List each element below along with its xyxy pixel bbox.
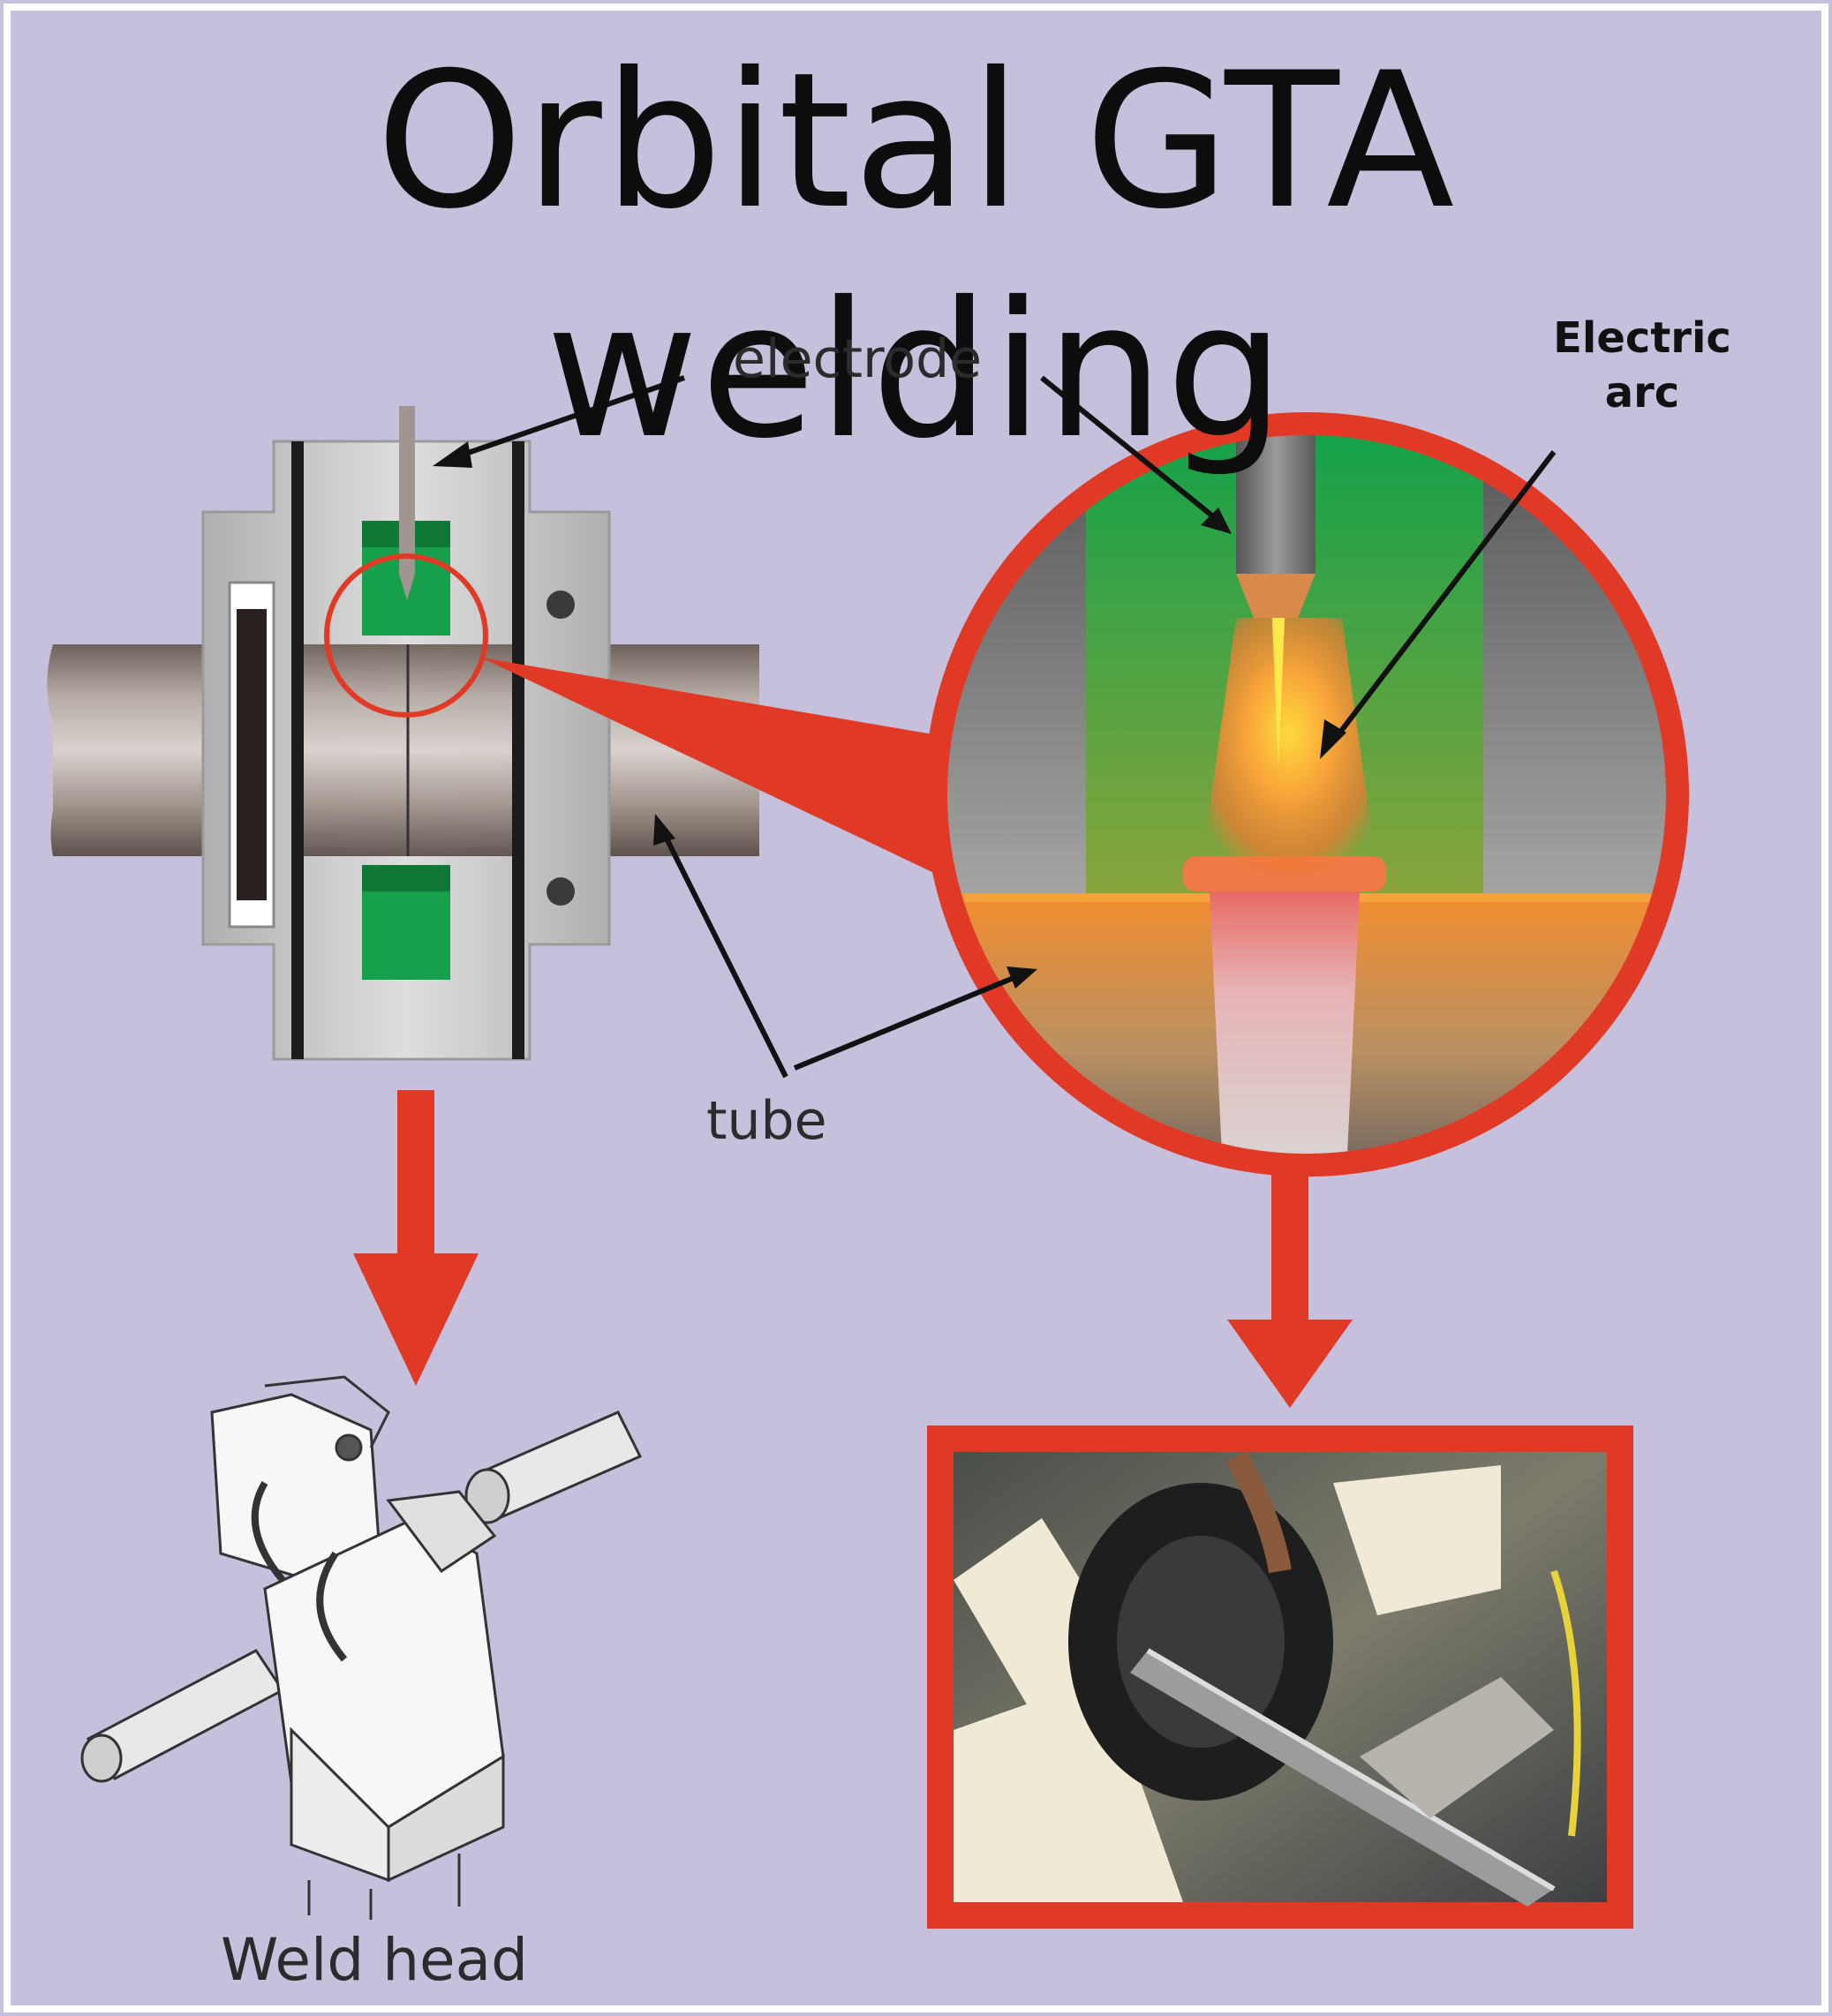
weld-head-illustration [80, 1375, 643, 1920]
label-electrode: electrode [733, 328, 983, 390]
label-tube: tube [706, 1090, 827, 1152]
clamp-bar [512, 441, 524, 1059]
pointer-arrows [433, 375, 1557, 1079]
bolt [547, 591, 575, 619]
electric-arc [1201, 618, 1377, 874]
electrode-zoom [1236, 424, 1316, 574]
electrode [399, 406, 415, 574]
page-title: Orbital GTA welding [375, 32, 1457, 479]
border [4, 4, 1828, 2012]
cross-section [47, 406, 949, 1061]
zoom-connector [481, 658, 949, 874]
bolt [547, 877, 575, 906]
label-electric-arc: Electric arc [1553, 313, 1731, 417]
weld-bead [1210, 891, 1360, 1165]
photo-panel [927, 1425, 1633, 1929]
flow-arrows [353, 1090, 1353, 1408]
label-weld-head: Weld head [221, 1926, 528, 1994]
clamp-bar [291, 441, 304, 1059]
magnifier-circle [324, 553, 488, 718]
